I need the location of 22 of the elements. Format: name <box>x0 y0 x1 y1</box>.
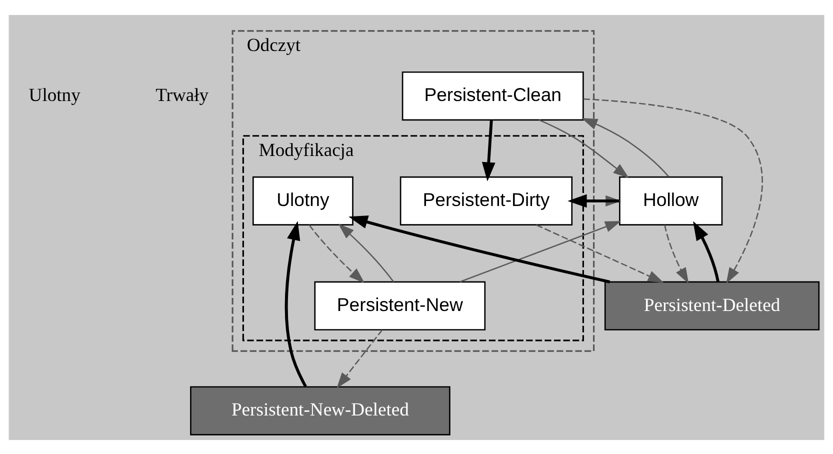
label: Trwały <box>156 84 209 106</box>
arrow <box>336 328 383 388</box>
arrow <box>348 215 610 283</box>
arrow <box>536 224 664 282</box>
node-box: Persistent-Deleted <box>604 280 820 330</box>
arrow <box>583 98 763 284</box>
arrow <box>284 220 307 387</box>
node-box: Persistent-New-Deleted <box>190 386 450 435</box>
arrow <box>581 118 670 177</box>
arrow <box>460 220 622 282</box>
node-box: Hollow <box>619 176 723 225</box>
arrow <box>338 223 394 282</box>
node-box: Ulotny <box>252 176 354 225</box>
label: Ulotny <box>28 84 80 106</box>
node-box: Persistent-New <box>314 280 486 330</box>
node-box: Persistent-Clean <box>402 70 584 120</box>
arrow <box>538 118 630 178</box>
arrow <box>664 224 689 284</box>
arrow <box>308 224 365 283</box>
arrow <box>482 119 496 181</box>
node-box: Persistent-Dirty <box>400 176 573 225</box>
arrow <box>693 220 720 282</box>
